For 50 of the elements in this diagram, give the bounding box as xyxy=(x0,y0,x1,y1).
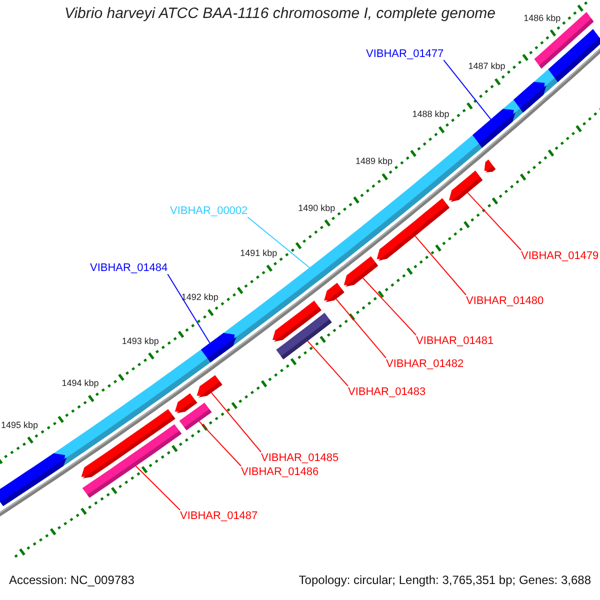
leader-line xyxy=(167,274,210,344)
gene-segment xyxy=(484,160,496,172)
leader-line xyxy=(467,192,522,250)
scale-label: 1490 kbp xyxy=(298,204,336,214)
leader-line xyxy=(414,235,466,296)
accession-text: Accession: NC_009783 xyxy=(9,574,134,588)
leader-line xyxy=(362,277,416,336)
gene-bar xyxy=(548,29,600,82)
gene-label: VIBHAR_01479 xyxy=(521,250,599,262)
gene-segment xyxy=(0,453,67,506)
scale-label: 1493 kbp xyxy=(122,336,159,346)
leader-line xyxy=(336,298,386,358)
leader-line xyxy=(210,392,262,452)
gene-label: VIBHAR_01486 xyxy=(241,466,319,478)
gene-bar xyxy=(276,312,332,360)
gene-segment xyxy=(200,332,236,362)
gene-label: VIBHAR_01483 xyxy=(348,386,426,398)
scale-label: 1494 kbp xyxy=(62,379,99,390)
gene-label: VIBHAR_01481 xyxy=(416,335,494,348)
leader-line xyxy=(307,340,348,386)
gene-segment xyxy=(472,108,516,148)
scale-label: 1489 kbp xyxy=(356,157,393,168)
leader-line xyxy=(443,60,492,120)
gene-label: VIBHAR_00002 xyxy=(170,205,248,218)
genome-info-text: Topology: circular; Length: 3,765,351 bp; Genes: 3,688 xyxy=(298,574,591,588)
scale-label: 1492 kbp xyxy=(181,293,218,304)
gene-label: VIBHAR_01485 xyxy=(261,452,339,464)
scale-label: 1486 kbp xyxy=(524,14,561,24)
gene-label: VIBHAR_01482 xyxy=(386,358,464,370)
gene-label: VIBHAR_01484 xyxy=(90,262,168,274)
gene-segment xyxy=(514,82,546,112)
title: Vibrio harveyi ATCC BAA-1116 chromosome I, complete genome xyxy=(64,6,496,22)
gene-bar xyxy=(82,424,182,498)
gene-segment xyxy=(344,256,378,287)
gene-segment xyxy=(324,282,344,302)
gene-label: VIBHAR_01477 xyxy=(366,48,444,60)
gene-segment xyxy=(376,198,450,261)
gene-label: VIBHAR_01480 xyxy=(466,295,544,308)
scale-label: 1495 kbp xyxy=(0,420,38,431)
gene-bar xyxy=(179,402,212,430)
scale-label: 1488 kbp xyxy=(412,110,450,120)
gene-label: VIBHAR_01487 xyxy=(180,510,258,522)
leader-line xyxy=(247,216,310,268)
scale-label: 1491 kbp xyxy=(240,248,278,259)
gene-segment xyxy=(449,170,483,202)
gene-segment xyxy=(174,393,198,414)
gene-segment xyxy=(196,375,222,398)
leader-line xyxy=(135,466,180,510)
leader-line xyxy=(198,420,242,466)
scale-label: 1487 kbp xyxy=(468,62,506,72)
